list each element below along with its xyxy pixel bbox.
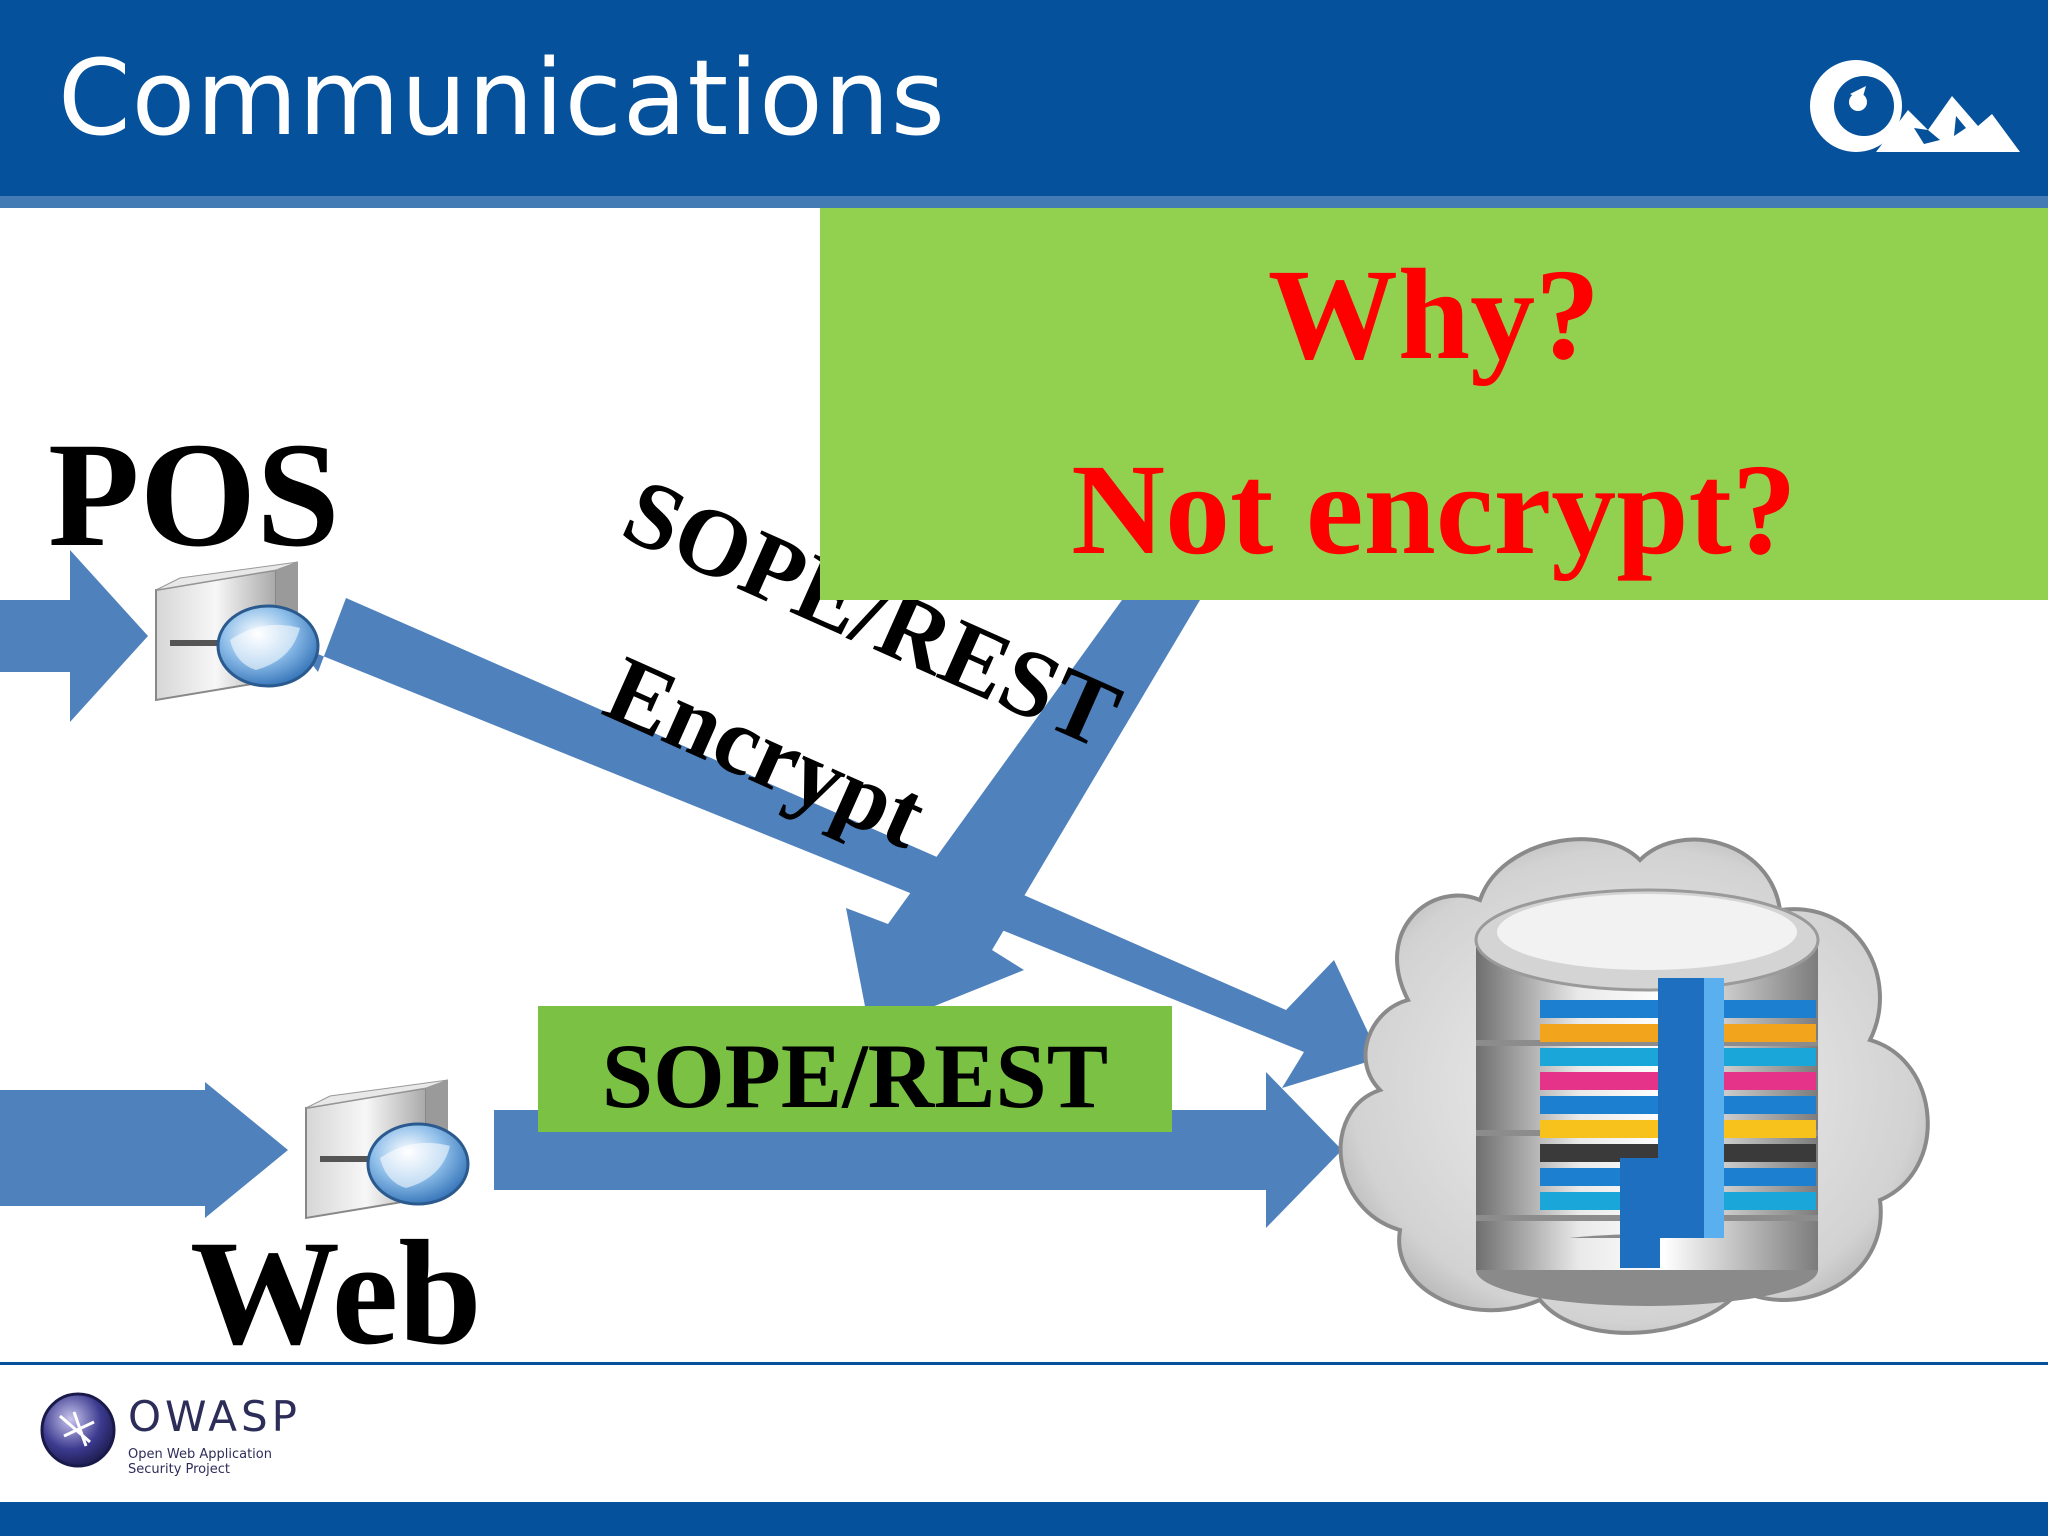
owasp-subtitle-line-1: Open Web Application (128, 1447, 272, 1462)
mountain-logo-icon (1810, 60, 2020, 152)
callout-line-2: Not encrypt? (1071, 438, 1797, 582)
callout-arrow (846, 600, 1200, 1032)
header-stripe (0, 196, 2048, 210)
callout-line-1: Why? (1267, 243, 1601, 387)
owasp-logo-icon (40, 1392, 116, 1468)
owasp-subtitle-line-2: Security Project (128, 1461, 230, 1477)
pos-server-icon (155, 561, 320, 702)
owasp-logo-subtitle: Open Web Application Security Project (128, 1447, 272, 1478)
web-server-icon (305, 1079, 470, 1220)
pos-to-db-arrow (298, 598, 1380, 1088)
footer-bar (0, 1502, 2048, 1536)
footer-divider (0, 1362, 2048, 1365)
pos-input-arrow (0, 550, 148, 722)
cloud-database-icon (1338, 837, 1930, 1335)
header-bar (0, 0, 2048, 208)
web-input-arrow (0, 1082, 288, 1218)
pos-label: POS (48, 412, 340, 578)
callout-box (820, 208, 2048, 600)
web-label: Web (190, 1210, 482, 1376)
slide-title: Communications (58, 37, 946, 159)
owasp-logo-name: OWASP (128, 1392, 302, 1441)
web-link-label-box (538, 1006, 1172, 1132)
web-link-label: SOPE/REST (601, 1025, 1109, 1127)
